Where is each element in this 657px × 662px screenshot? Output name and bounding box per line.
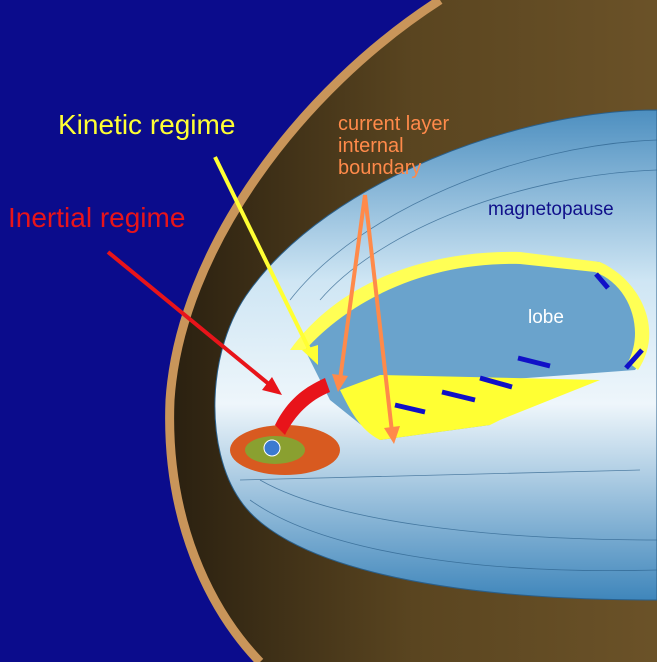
field-lines	[239, 139, 657, 572]
current-layer-line: current layer	[338, 113, 450, 135]
current-layer-label: current layer internal boundary	[338, 113, 449, 179]
earth	[263, 439, 281, 457]
flow-arrow	[594, 272, 610, 290]
lobe-label: lobe	[528, 307, 564, 328]
flow-arrow	[517, 355, 551, 369]
inertial-regime-label: Inertial regime	[8, 202, 186, 233]
current-pointer-1	[338, 194, 367, 381]
flow-arrow	[479, 375, 513, 390]
flow-arrow	[394, 402, 426, 415]
kinetic-pointer	[213, 156, 314, 356]
inertial-region	[275, 378, 330, 435]
magnetopause-current-layer	[290, 251, 650, 370]
current-layer-line: boundary	[338, 157, 422, 179]
current-layer-line: internal	[338, 135, 404, 157]
neutral-sheet	[340, 372, 620, 440]
flow-arrows	[394, 272, 644, 415]
flow-arrow	[441, 389, 476, 403]
label-pointers	[106, 156, 400, 444]
inertial-pointer	[106, 250, 272, 387]
current-pointer-2	[363, 194, 394, 433]
magnetopause-label: magnetopause	[488, 199, 614, 220]
bow-shock	[165, 0, 443, 662]
kinetic-regime-label: Kinetic regime	[58, 109, 236, 140]
flow-arrow	[624, 348, 644, 370]
